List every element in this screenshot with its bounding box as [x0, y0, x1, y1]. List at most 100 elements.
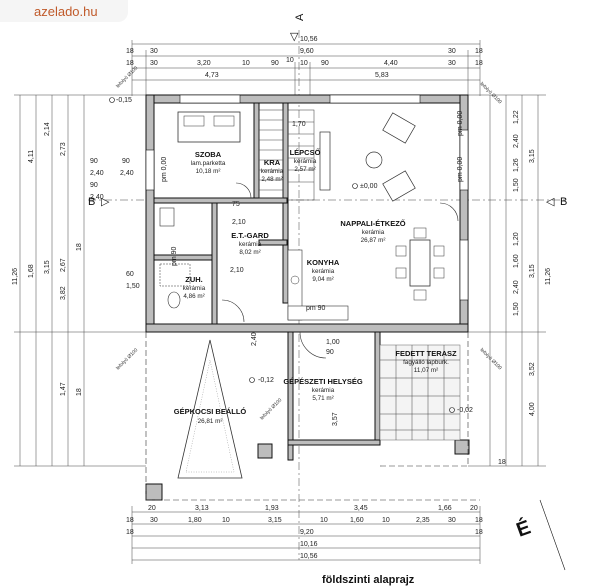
dim-bot-r3-1: 9,20	[300, 529, 314, 536]
drain-label-2: lefolyó Ø100	[115, 347, 139, 371]
dim-right-6: 1,60	[513, 254, 520, 268]
dim-inner-11: 3,57	[332, 412, 339, 426]
drain-label-1: lefolyó Ø100	[479, 81, 503, 105]
lower-outline	[145, 332, 480, 501]
dim-inner-8: 90	[326, 349, 334, 356]
dim-top-r1-1: 30	[150, 48, 158, 55]
dim-top-r3-1: 5,83	[375, 72, 389, 79]
dim-top-r1-4: 18	[475, 48, 483, 55]
room-kra-floor: kerámia	[261, 168, 284, 175]
room-gard-floor: kerámia	[239, 241, 262, 248]
dim-top-r2-3: 10	[242, 60, 250, 67]
room-konyha-name: KONYHA	[307, 258, 340, 267]
dim-bot-r1-0: 20	[148, 505, 156, 512]
top-dimensions: 10,56 9,60 18 30 10 30 18 18 30 3,20 10 …	[126, 36, 483, 96]
room-zuh-area: 4,86 m²	[183, 293, 204, 300]
dim-bot-r1-3: 3,45	[354, 505, 368, 512]
section-a-top-label: A	[294, 13, 306, 21]
dim-inner-6: 2,10	[232, 219, 246, 226]
dim-left-5: 1,68	[28, 264, 35, 278]
site-badge[interactable]: azelado.hu	[0, 0, 128, 22]
room-lepcso-floor: kerámia	[294, 158, 317, 165]
drain-label-4: lefolyó Ø100	[259, 397, 283, 421]
dim-top-r2-9: 18	[475, 60, 483, 67]
room-gepeszeti-area: 5,71 m²	[312, 395, 333, 402]
dim-bot-r2-4: 3,15	[268, 517, 282, 524]
section-a-marks: A ▽	[290, 13, 306, 560]
dim-right-total: 11,26	[545, 268, 552, 285]
stove-icon	[290, 275, 300, 285]
room-lepcso-name: LÉPCSŐ	[290, 148, 321, 157]
room-zuh-name: ZUH.	[185, 275, 203, 284]
dim-right-4: 1,50	[513, 178, 520, 192]
room-nappali-area: 26,87 m²	[361, 237, 386, 244]
dim-inner-60: 60	[126, 271, 134, 278]
section-a-top-arrow: ▽	[290, 31, 299, 43]
dim-inner-13: pm 0,00	[161, 157, 168, 182]
dim-top-r2-5: 10	[300, 60, 308, 67]
dim-inner-15: pm 90	[306, 305, 326, 312]
dim-bot-r2-1: 30	[150, 517, 158, 524]
room-terasz-name: FEDETT TERASZ	[395, 349, 457, 358]
toilet-icon	[167, 291, 181, 309]
dim-bot-r2-8: 2,35	[416, 517, 430, 524]
right-dimensions: 11,26 3,15 3,15 3,52 4,00 1,22 2,40 1,26…	[468, 94, 552, 467]
dim-bot-r2-7: 10	[382, 517, 390, 524]
room-nappali-name: NAPPALI-ÉTKEZŐ	[340, 219, 405, 228]
dim-bot-total: 10,16	[300, 541, 318, 548]
dim-left-1: 2,14	[44, 122, 51, 136]
dim-bot-r1-1: 3,13	[195, 505, 209, 512]
dim-inner-7: 75	[232, 201, 240, 208]
dim-inner-14: pm 90	[171, 246, 178, 266]
dim-left-2: 2,73	[60, 142, 67, 156]
room-kra-area: 2,48 m²	[261, 176, 282, 183]
room-konyha-area: 9,04 m²	[312, 276, 333, 283]
left-dimensions: 11,26 4,11 1,68 2,14 3,15 2,73 2,67 3,82…	[12, 94, 146, 467]
drain-label-3: lefolyó Ø100	[479, 347, 503, 371]
sofa-icon	[319, 131, 331, 191]
dim-top-r2-4: 90	[271, 60, 279, 67]
dim-top-r3-0: 4,73	[205, 72, 219, 79]
dim-left-7: 1,47	[60, 382, 67, 396]
dim-inner-150: 1,50	[126, 283, 140, 290]
dim-inner-6b: 2,10	[230, 267, 244, 274]
dim-top-r1-2: 10	[286, 57, 294, 64]
room-kra-name: KRA	[264, 158, 281, 167]
dim-right-0b: 3,15	[529, 264, 536, 278]
dim-right-10: 4,00	[529, 402, 536, 416]
room-labels: SZOBA lam.parketta 10,18 m² KRA kerámia …	[174, 148, 457, 425]
dim-bot-r2-6: 1,60	[350, 517, 364, 524]
room-garazs-area: 26,81 m²	[198, 418, 223, 425]
room-terasz-floor: fagyálló lapburk.	[403, 359, 449, 366]
section-b-left-arrow: ▷	[101, 196, 110, 208]
dim-right-0: 3,15	[529, 149, 536, 163]
armchair-icon	[382, 112, 416, 144]
dim-bot-r2-5: 10	[320, 517, 328, 524]
dim-inner-13c: pm 0,00	[457, 157, 464, 182]
dim-left-10b: 90	[90, 182, 98, 189]
room-gepeszeti-name: GÉPÉSZETI HELYSÉG	[283, 377, 362, 386]
dim-right-5: 1,20	[513, 232, 520, 246]
stairs	[258, 109, 315, 201]
dim-inner-10: 1,00	[326, 339, 340, 346]
dim-left-3: 3,15	[44, 260, 51, 274]
room-lepcso-area: 2,57 m²	[294, 166, 315, 173]
dim-inner-1: 2,40	[120, 170, 134, 177]
dim-bot-r2-10: 18	[475, 517, 483, 524]
dim-bot-r2-9: 30	[448, 517, 456, 524]
dim-bot-r3-0: 18	[126, 529, 134, 536]
dim-top-r2-0: 18	[126, 60, 134, 67]
section-b-right-arrow: ◁	[546, 196, 555, 208]
room-szoba-area: 10,18 m²	[196, 168, 221, 175]
dim-inner-5: 1,70	[292, 121, 306, 128]
dim-left-6: 3,82	[60, 286, 67, 300]
dim-left-10: 90	[90, 158, 98, 165]
dining-table-icon	[409, 239, 431, 287]
dim-inner-13b: pm 0,00	[457, 111, 464, 136]
dim-top-mid: 9,60	[300, 48, 314, 55]
dim-top-r1-0: 18	[126, 48, 134, 55]
dim-right-2: 2,40	[513, 134, 520, 148]
dim-top-r2-8: 30	[448, 60, 456, 67]
dim-bot-r2-2: 1,80	[188, 517, 202, 524]
